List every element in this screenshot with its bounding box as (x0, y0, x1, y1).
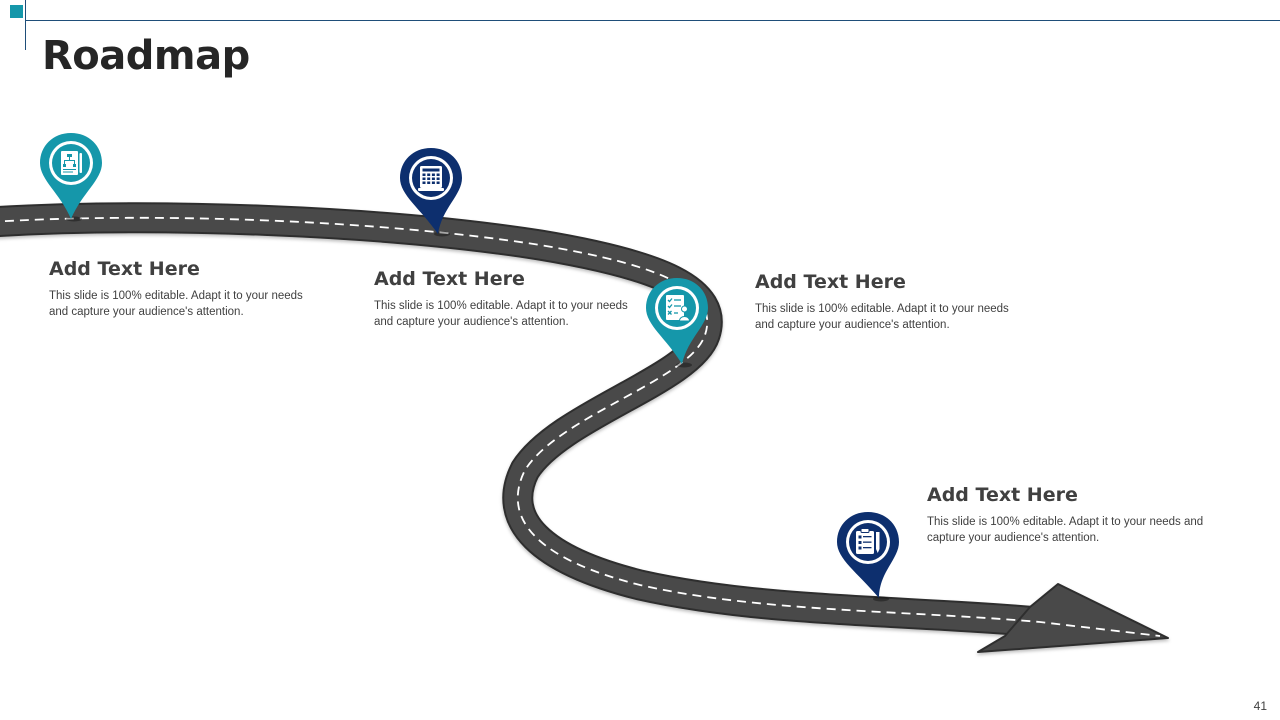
header-horizontal-rule (25, 20, 1280, 21)
milestone-pin-1 (38, 131, 104, 223)
corner-accent-square (10, 5, 23, 18)
milestone-text-2: Add Text Here This slide is 100% editabl… (374, 267, 634, 330)
milestone-heading: Add Text Here (927, 484, 1078, 506)
header-vertical-rule (25, 0, 26, 50)
road-lane-markings (0, 216, 1161, 637)
milestone-description: This slide is 100% editable. Adapt it to… (755, 303, 1009, 331)
slide-title: Roadmap (42, 33, 250, 79)
milestone-pin-2 (398, 146, 464, 238)
milestone-description: This slide is 100% editable. Adapt it to… (927, 516, 1204, 544)
checklist-person-icon (666, 295, 691, 322)
milestone-pin-4 (835, 510, 901, 602)
milestone-text-1: Add Text Here This slide is 100% editabl… (49, 257, 309, 320)
milestone-heading: Add Text Here (49, 258, 200, 280)
road-arrow-head (977, 583, 1169, 653)
calculator-icon (418, 166, 444, 191)
page-number: 41 (1253, 699, 1267, 713)
milestone-text-4: Add Text Here This slide is 100% editabl… (927, 483, 1217, 546)
clipboard-pen-icon (856, 528, 880, 554)
flowchart-document-icon (61, 151, 82, 175)
milestone-description: This slide is 100% editable. Adapt it to… (374, 300, 628, 328)
milestone-description: This slide is 100% editable. Adapt it to… (49, 290, 303, 318)
milestone-heading: Add Text Here (755, 271, 906, 293)
milestone-text-3: Add Text Here This slide is 100% editabl… (755, 270, 1015, 333)
milestone-heading: Add Text Here (374, 268, 525, 290)
milestone-pin-3 (644, 276, 710, 368)
